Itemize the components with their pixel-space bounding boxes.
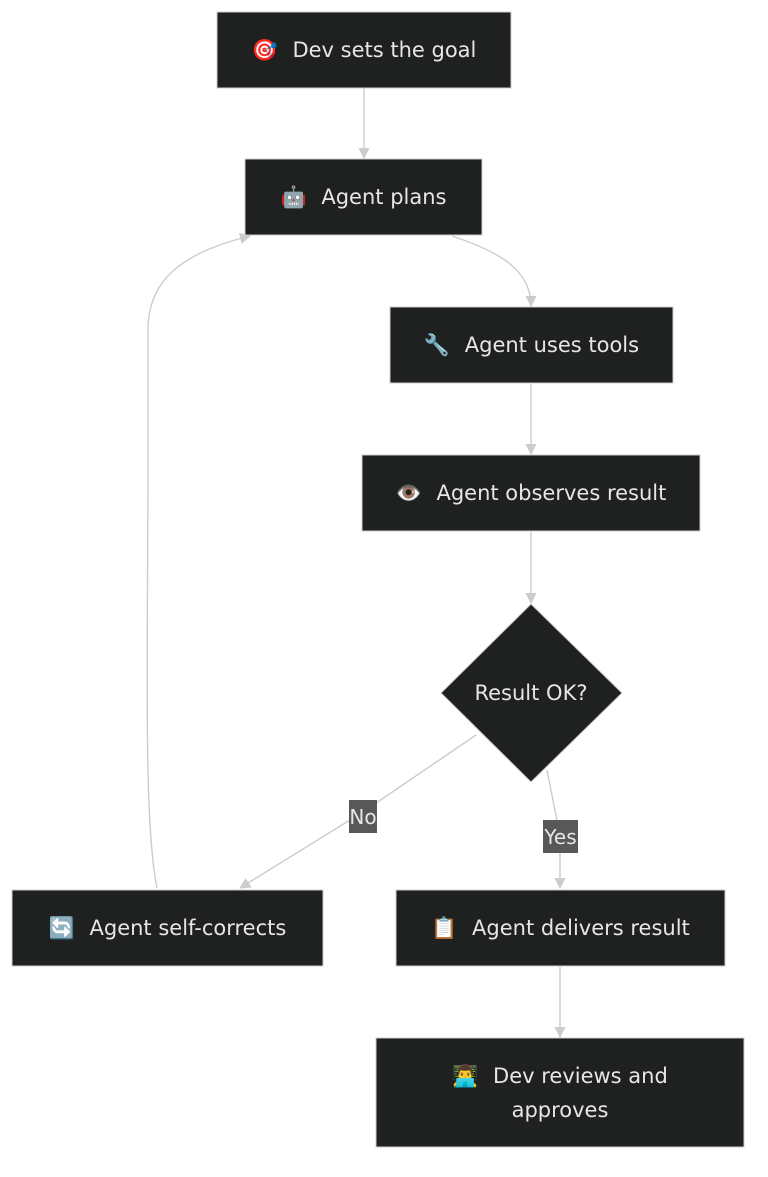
node-dev-reviews-approves: 👨‍💻 Dev reviews and approves: [375, 1037, 745, 1148]
clipboard-icon: 📋: [431, 915, 457, 940]
wrench-icon: 🔧: [424, 332, 450, 357]
edge-label-no-bg: [349, 800, 377, 833]
edge-selfcorrect-to-plans: [146, 232, 252, 889]
edge-plans-to-tools: [451, 235, 537, 308]
node-agent-self-corrects: 🔄 Agent self-corrects: [11, 889, 324, 967]
node-label-line1: Dev reviews and: [493, 1064, 668, 1088]
node-label: Agent uses tools: [465, 333, 639, 357]
svg-text:🎯 Dev sets the goal: 🎯 Dev sets the goal: [252, 38, 477, 62]
node-label: Agent self-corrects: [90, 916, 287, 940]
node-label: Agent delivers result: [472, 916, 690, 940]
edge-label-no-text: No: [349, 805, 376, 829]
eye-icon: 👁️: [396, 481, 422, 505]
svg-text:🤖 Agent plans: 🤖 Agent plans: [281, 184, 447, 209]
svg-text:👨‍💻 Dev reviews and: 👨‍💻 Dev reviews and: [452, 1063, 668, 1088]
node-dev-sets-goal: 🎯 Dev sets the goal: [216, 11, 512, 89]
node-agent-uses-tools: 🔧 Agent uses tools: [389, 306, 674, 384]
node-agent-observes-result: 👁️ Agent observes result: [361, 454, 701, 532]
svg-text:📋 Agent delivers result: 📋 Agent delivers result: [431, 915, 690, 940]
node-agent-plans: 🤖 Agent plans: [244, 158, 483, 236]
node-label-line2: approves: [512, 1098, 609, 1122]
edge-label-yes-bg: [543, 820, 578, 853]
node-label: Agent plans: [321, 185, 446, 209]
edge-label-no: No: [349, 800, 377, 833]
refresh-icon: 🔄: [49, 915, 75, 940]
technologist-icon: 👨‍💻: [452, 1063, 478, 1088]
decision-label: Result OK?: [474, 681, 587, 705]
svg-text:👁️ Agent observes resul: 👁️ Agent observes result: [396, 481, 667, 505]
edge-label-yes: Yes: [543, 820, 578, 853]
node-agent-delivers-result: 📋 Agent delivers result: [395, 889, 726, 967]
svg-text:🔧 Agent uses tools: 🔧 Agent uses tools: [424, 332, 639, 357]
node-result-ok-decision: Result OK?: [440, 603, 623, 783]
target-icon: 🎯: [252, 38, 278, 62]
node-label: Dev sets the goal: [292, 38, 476, 62]
svg-text:🔄 Agent self-corrects: 🔄 Agent self-corrects: [49, 915, 287, 940]
robot-icon: 🤖: [281, 184, 307, 209]
edge-label-yes-text: Yes: [543, 825, 576, 849]
node-label: Agent observes result: [436, 481, 666, 505]
